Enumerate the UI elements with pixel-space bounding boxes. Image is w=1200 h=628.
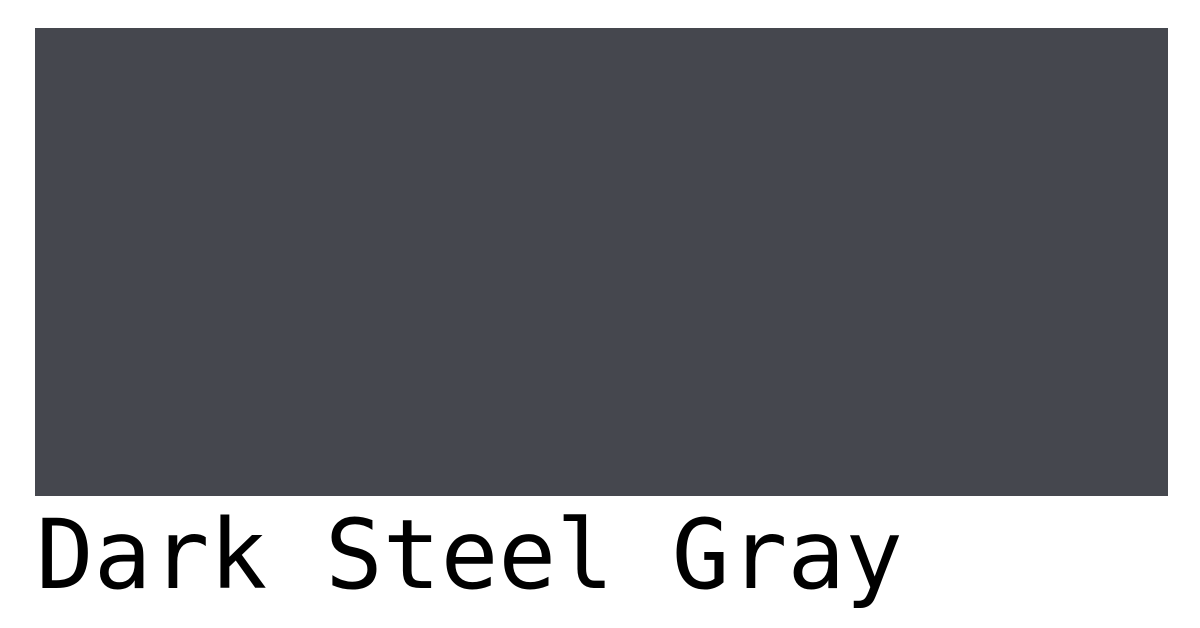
color-swatch — [35, 28, 1168, 496]
color-name-label: Dark Steel Gray — [36, 499, 903, 611]
